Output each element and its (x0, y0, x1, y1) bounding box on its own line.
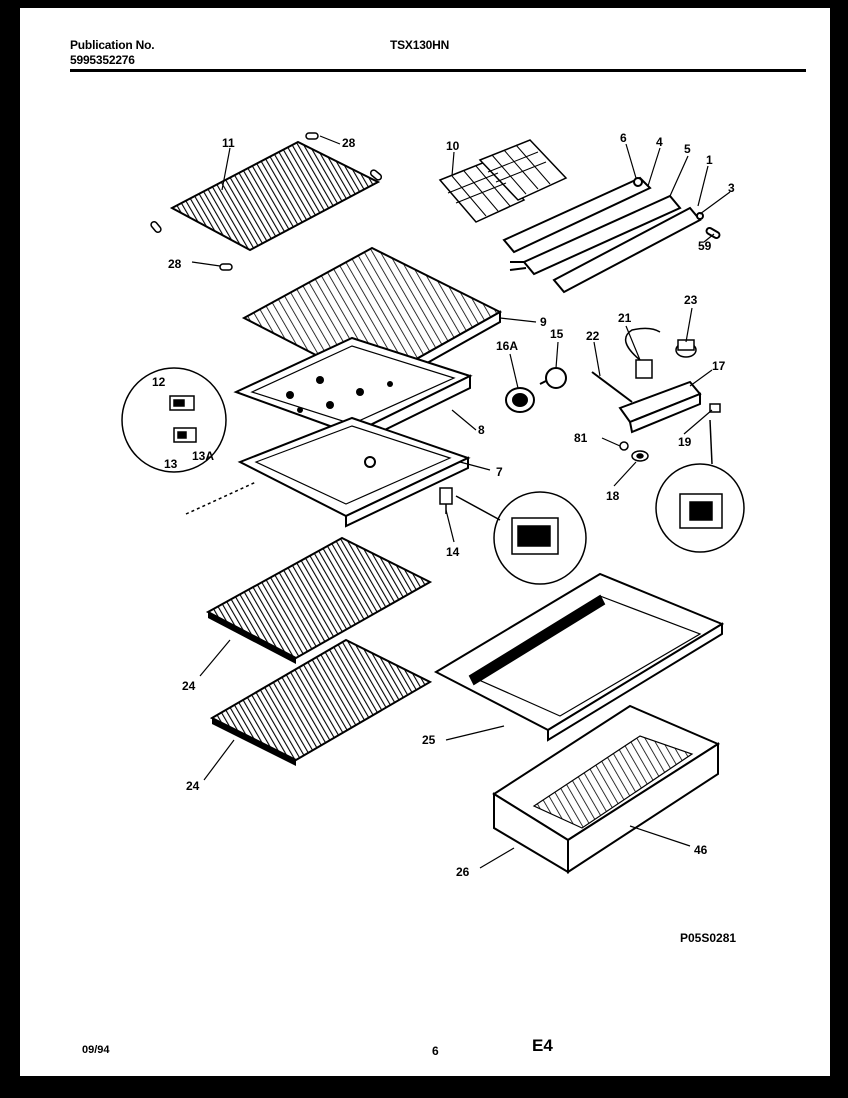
callout-13: 13 (164, 457, 178, 471)
ice-trays (438, 139, 568, 223)
callout-5: 5 (684, 142, 691, 156)
callout-26: 26 (456, 865, 470, 879)
publication-label: Publication No. (70, 38, 155, 52)
evaporator-rails (502, 176, 721, 294)
refrigerator-shelf-lower (209, 638, 433, 766)
footer-page-number: 6 (432, 1044, 439, 1058)
callout-24-upper: 24 (182, 679, 196, 693)
header-rule (70, 69, 806, 72)
diagram-code: P05S0281 (680, 931, 736, 945)
callout-28-left: 28 (168, 257, 182, 271)
callout-4: 4 (656, 135, 663, 149)
callout-23: 23 (684, 293, 698, 307)
callout-10: 10 (446, 139, 460, 153)
callout-6: 6 (620, 131, 627, 145)
callout-3: 3 (728, 181, 735, 195)
leader-lines (191, 135, 731, 869)
divider-panel (237, 416, 471, 528)
light-wire (591, 371, 633, 403)
detail-circle-switch (655, 419, 745, 553)
callout-17: 17 (712, 359, 726, 373)
thermostat-knob (675, 339, 697, 358)
light-housing (618, 380, 702, 434)
callout-21: 21 (618, 311, 632, 325)
callout-22: 22 (586, 329, 600, 343)
fasteners (619, 403, 721, 462)
callout-12: 12 (152, 375, 166, 389)
crisper-cover (433, 572, 725, 742)
callout-9: 9 (540, 315, 547, 329)
callout-81: 81 (574, 431, 588, 445)
callout-1: 1 (706, 153, 713, 167)
callout-25: 25 (422, 733, 436, 747)
callout-15: 15 (550, 327, 564, 341)
callout-46: 46 (694, 843, 708, 857)
footer-date: 09/94 (82, 1044, 110, 1056)
light-switch (624, 327, 661, 379)
detail-circle-damper (455, 491, 587, 585)
callout-18: 18 (606, 489, 620, 503)
light-socket-and-bulb (505, 367, 567, 413)
detail-circle-shelf-clips (121, 367, 257, 515)
crisper-drawer (492, 704, 721, 874)
callout-8: 8 (478, 423, 485, 437)
publication-number: 5995352276 (70, 53, 135, 67)
refrigerator-shelf-upper (205, 536, 433, 664)
callout-24-lower: 24 (186, 779, 200, 793)
shelf-support-pins (150, 132, 383, 271)
callout-19: 19 (678, 435, 692, 449)
callout-59: 59 (698, 239, 712, 253)
model-number: TSX130HN (390, 38, 450, 52)
parts-diagram-page: Publication No. 5995352276 TSX130HN (20, 8, 830, 1076)
callout-13a: 13A (192, 449, 214, 463)
callout-28-top: 28 (342, 136, 356, 150)
callout-14: 14 (446, 545, 460, 559)
callout-11: 11 (222, 136, 235, 150)
callout-7: 7 (496, 465, 503, 479)
callout-16a: 16A (496, 339, 518, 353)
exploded-parts-diagram: 11 28 28 10 6 4 5 1 3 59 9 23 21 15 16A … (121, 131, 745, 945)
freezer-wire-shelf (169, 140, 381, 252)
footer-section: E4 (532, 1036, 553, 1055)
